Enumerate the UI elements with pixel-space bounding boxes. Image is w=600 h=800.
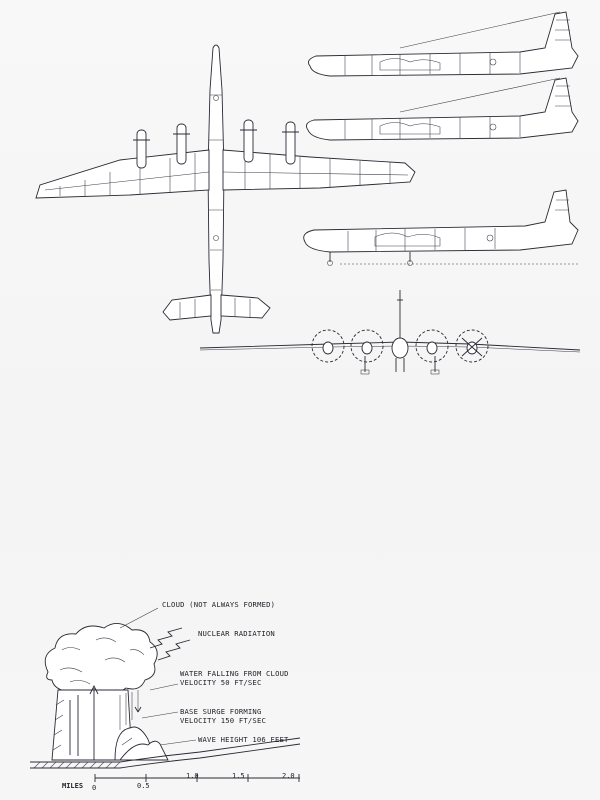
label-base-surge: BASE SURGE FORMING — [180, 707, 262, 716]
scale-tick-0: 0 — [92, 784, 97, 792]
label-wave-height: WAVE HEIGHT 106 FEET — [198, 735, 289, 744]
side-view-bomber-2 — [306, 77, 579, 141]
nuclear-burst-diagram — [30, 607, 301, 782]
scale-tick-0-5: 0.5 — [137, 782, 150, 790]
scale-tick-1-5: 1.5 — [232, 772, 245, 780]
scale-tick-1-0: 1.0 — [186, 772, 199, 780]
scale-unit-label: MILES — [62, 782, 84, 790]
label-base-velocity: VELOCITY 150 FT/SEC — [180, 716, 267, 725]
front-view-bomber — [199, 290, 581, 375]
label-nuclear-radiation: NUCLEAR RADIATION — [198, 629, 275, 638]
scale-tick-2-0: 2.0 — [282, 772, 295, 780]
side-view-bomber-3 — [303, 189, 579, 266]
label-water-velocity: VELOCITY 50 FT/SEC — [180, 678, 262, 687]
label-water-falling: WATER FALLING FROM CLOUD — [180, 669, 289, 678]
top-view-bomber — [35, 44, 416, 334]
side-view-bomber-1 — [308, 11, 579, 77]
label-cloud: CLOUD (NOT ALWAYS FORMED) — [162, 600, 276, 609]
